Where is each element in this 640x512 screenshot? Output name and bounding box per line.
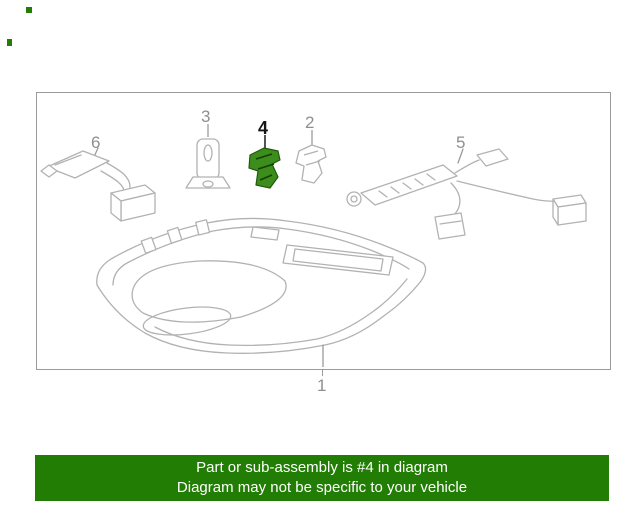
part-4-body — [248, 147, 281, 189]
diagram-frame — [36, 92, 611, 370]
callout-4-highlighted: 4 — [258, 118, 269, 138]
callout-5: 5 — [456, 133, 466, 152]
part-5-antenna-harness — [346, 148, 587, 240]
callout-1: 1 — [317, 376, 327, 395]
callout-1-leader — [322, 369, 323, 376]
part-3-retainer-bracket — [185, 124, 231, 189]
part-2-clip — [295, 130, 327, 184]
callout-6: 6 — [91, 133, 101, 152]
availability-banner: Part or sub-assembly is #4 in diagram Di… — [35, 455, 609, 501]
banner-text-line2: Diagram may not be specific to your vehi… — [176, 479, 468, 496]
parts-line-art — [40, 124, 587, 367]
callout-3: 3 — [201, 107, 211, 126]
part-5-module — [360, 164, 458, 206]
part-5-lower-connector — [434, 212, 466, 240]
console-lamp-lens — [142, 306, 232, 336]
banner-text-line1: Part or sub-assembly is #4 in diagram — [196, 459, 448, 476]
callout-2: 2 — [305, 113, 315, 132]
sunroof-switch-pod — [282, 244, 394, 276]
green-artifact-mark — [26, 7, 32, 13]
part-1-overhead-console — [96, 217, 427, 367]
part-4-clip-highlighted — [248, 135, 281, 189]
callout-5-leader — [457, 148, 464, 164]
part-6-wire-bracket — [40, 147, 156, 222]
green-artifact-mark — [7, 39, 12, 46]
